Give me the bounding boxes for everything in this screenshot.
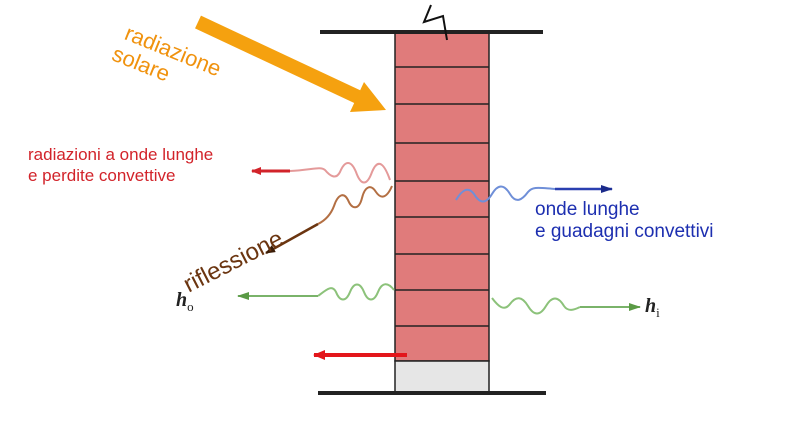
h-outside-label: ho [176,290,194,313]
solar-radiation-arrow [195,15,386,112]
brick-wall [394,32,490,393]
h-outside-symbol: h [176,289,188,311]
convection-outside-wave [237,283,395,301]
h-outside-subscript: o [187,299,194,314]
wall-base-strip [394,360,490,393]
long-wave-in-wave [455,185,613,203]
h-inside-subscript: i [656,305,660,320]
long-wave-in-label-line1: onde lunghe [535,199,640,220]
convection-inside-wave [491,297,641,315]
long-wave-in-label-line2: e guadagni convettivi [535,221,714,242]
long-wave-in-label: onde lunghe e guadagni convettivi [535,200,714,244]
long-wave-out-wave [251,162,391,184]
h-inside-symbol: h [645,295,657,317]
long-wave-out-label-line2: e perdite convettive [28,166,176,185]
reflection-wave [265,185,393,255]
break-symbol [422,4,448,41]
h-inside-label: hi [645,296,660,319]
long-wave-out-label-line1: radiazioni a onde lunghe [28,145,214,164]
long-wave-out-label: radiazioni a onde lunghe e perdite conve… [28,146,213,188]
